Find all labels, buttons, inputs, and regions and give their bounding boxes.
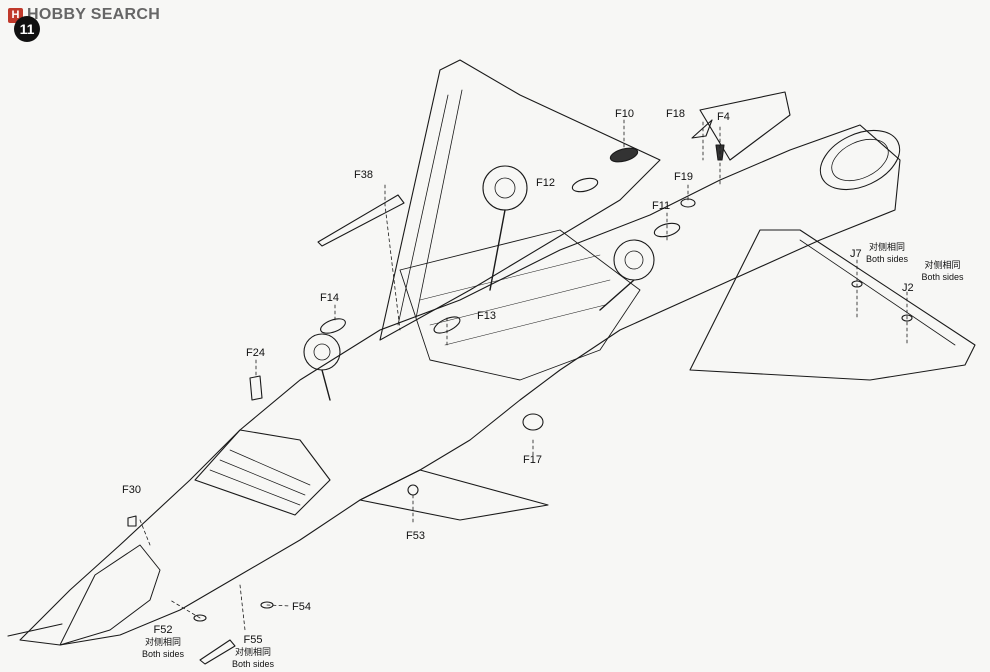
callout-f18: F18 [666, 108, 685, 120]
callout-f52-group: F52 对侧相同 Both sides [138, 624, 188, 660]
canard [359, 469, 549, 521]
wing-right-panel [799, 239, 956, 346]
part-f38 [317, 194, 405, 247]
nose-wheel [303, 333, 341, 371]
main-wheel-right [613, 239, 655, 281]
callout-f30: F30 [122, 484, 141, 496]
pitot-tube [7, 623, 63, 637]
callout-f12: F12 [536, 177, 555, 189]
step-number-badge: 11 [14, 16, 40, 42]
callout-f52: F52 [153, 624, 173, 636]
nose-cone [59, 544, 161, 646]
callout-f55-group: F55 对侧相同 Both sides [228, 634, 278, 670]
note-j7-en: Both sides [865, 254, 909, 264]
note-j2-cn: 对侧相同 [924, 260, 961, 270]
note-f55-en: Both sides [231, 659, 275, 669]
note-f55-cn: 对侧相同 [234, 647, 271, 657]
gear-struts [321, 209, 635, 401]
part-f30 [127, 515, 137, 527]
note-j7-cn: 对侧相同 [868, 242, 905, 252]
callout-f24: F24 [246, 347, 265, 359]
part-f14 [320, 318, 346, 334]
weapons-bay [399, 229, 641, 381]
main-wheel-left [482, 165, 528, 211]
wing-left-flap-lines [397, 89, 463, 326]
callout-f13: F13 [477, 310, 496, 322]
wing-right [689, 229, 976, 381]
callout-j7: J7 [850, 248, 862, 260]
callout-f4: F4 [717, 111, 730, 123]
part-f17 [522, 413, 544, 431]
callout-f54: F54 [292, 601, 311, 613]
note-f52-cn: 对侧相同 [144, 637, 181, 647]
intake [194, 429, 331, 516]
callout-f55: F55 [243, 634, 263, 646]
vertical-fin [699, 91, 791, 161]
watermark-brand: HOBBY SEARCH [27, 6, 161, 23]
callout-f17: F17 [523, 454, 542, 466]
part-f12 [571, 177, 599, 193]
note-f52-en: Both sides [141, 649, 185, 659]
callout-f14: F14 [320, 292, 339, 304]
part-f18 [691, 119, 713, 139]
note-j2-group: 对侧相同 Both sides [915, 259, 970, 283]
part-f53 [407, 484, 419, 496]
part-f11 [653, 222, 681, 238]
part-f10 [609, 147, 639, 163]
engine-nozzle [819, 129, 901, 191]
wing-left [379, 59, 661, 341]
part-f52 [193, 614, 207, 622]
part-j2 [901, 314, 913, 322]
callout-j2: J2 [902, 282, 914, 294]
part-f13 [433, 316, 461, 334]
callout-f38: F38 [354, 169, 373, 181]
callout-f19: F19 [674, 171, 693, 183]
callout-f11: F11 [652, 200, 671, 212]
note-j2-en: Both sides [921, 272, 964, 282]
fuselage [19, 124, 901, 646]
callout-f10: F10 [615, 108, 634, 120]
note-j7-group: 对侧相同 Both sides [862, 241, 912, 265]
part-f24 [249, 375, 263, 401]
guide-lines [139, 119, 908, 631]
callout-f53: F53 [406, 530, 425, 542]
part-f55 [199, 639, 236, 665]
